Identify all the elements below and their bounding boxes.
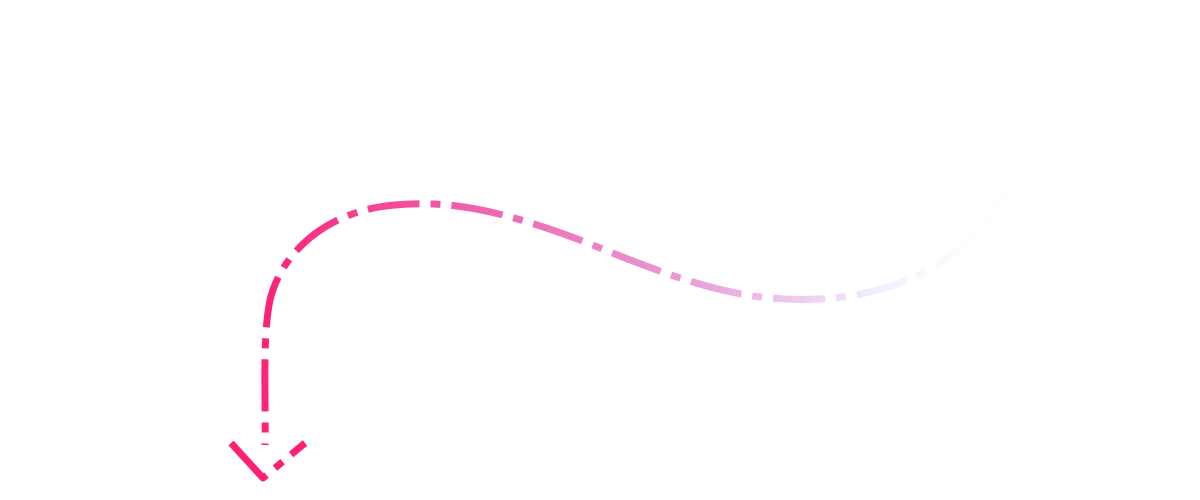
- arrowhead: [228, 440, 308, 482]
- arrow-shaft: [261, 77, 1032, 446]
